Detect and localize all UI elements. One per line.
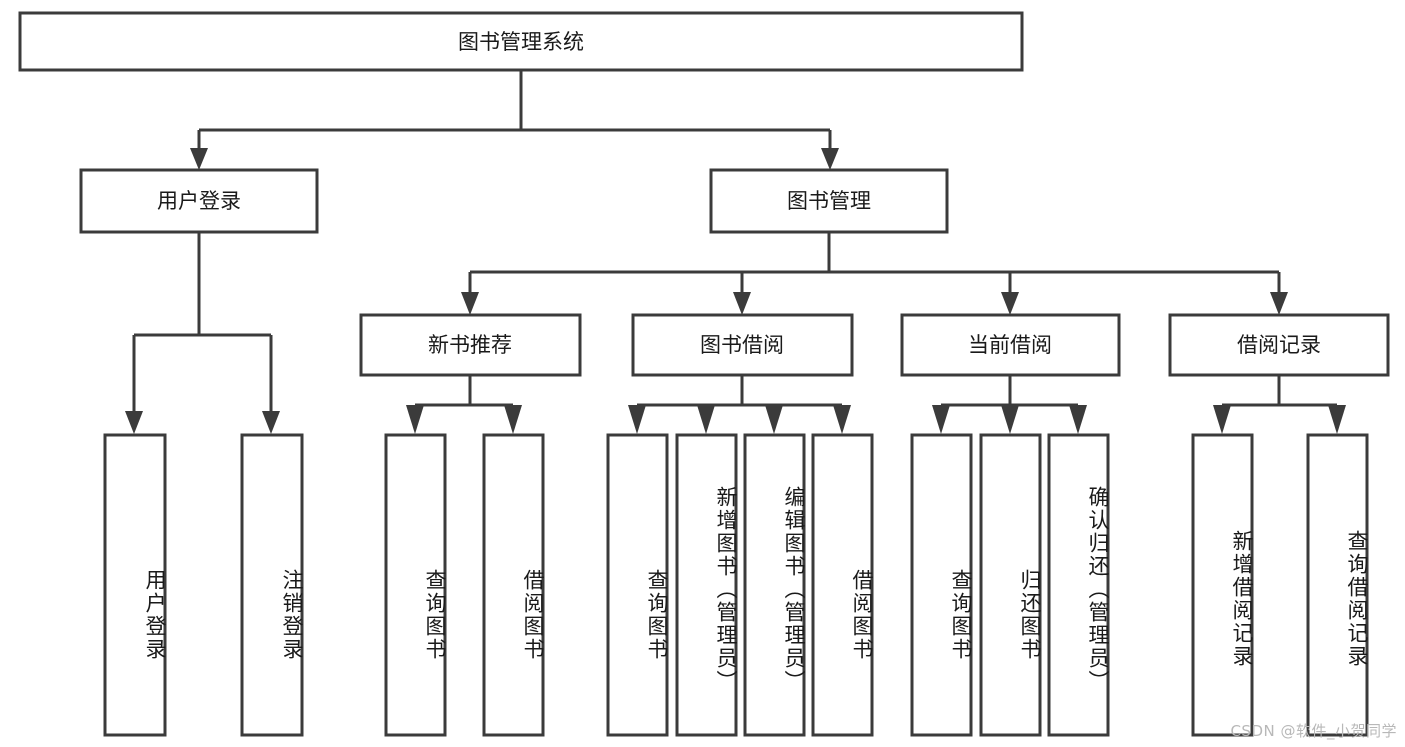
arrowhead-level2-1	[190, 148, 208, 170]
leaf-box-nbr-1[interactable]	[482, 433, 545, 737]
arrowhead-bb-3	[765, 405, 783, 434]
node-borrow-record-box[interactable]	[1168, 313, 1390, 377]
node-user-login-label: 用户登录	[157, 189, 241, 213]
node-root-label: 图书管理系统	[458, 30, 584, 54]
node-book-manage[interactable]: 图书管理	[709, 168, 949, 234]
node-book-borrow[interactable]: 图书借阅	[631, 313, 854, 377]
leaf-box-nbr-0[interactable]	[384, 433, 447, 737]
leaf-box-bb-1[interactable]	[675, 433, 738, 737]
node-borrow-record-label: 借阅记录	[1237, 333, 1321, 357]
arrowhead-cb-2	[1001, 405, 1019, 434]
arrowhead-level3-4	[1270, 292, 1288, 315]
arrowhead-br-1	[1213, 405, 1231, 434]
leaf-box-bb-0[interactable]	[606, 433, 669, 737]
arrowhead-bb-4	[833, 405, 851, 434]
node-book-borrow-label: 图书借阅	[700, 333, 784, 357]
leaf-box-br-1[interactable]	[1306, 433, 1369, 737]
node-borrow-record[interactable]: 借阅记录	[1168, 313, 1390, 377]
arrowhead-user-login-1	[125, 411, 143, 434]
leaf-box-bb-2[interactable]	[743, 433, 806, 737]
arrowhead-level3-3	[1001, 292, 1019, 315]
arrowhead-nbr-2	[504, 405, 522, 434]
node-book-manage-box[interactable]	[709, 168, 949, 234]
node-root-box[interactable]	[18, 11, 1024, 72]
node-current-borrow[interactable]: 当前借阅	[900, 313, 1121, 377]
node-book-manage-label: 图书管理	[787, 189, 871, 213]
arrowhead-level2-2	[821, 148, 839, 170]
leaf-box-user-login-0[interactable]	[103, 433, 167, 737]
leaf-box-cb-0[interactable]	[910, 433, 973, 737]
leaf-box-cb-1[interactable]	[979, 433, 1042, 737]
leaf-box-user-login-1[interactable]	[240, 433, 304, 737]
node-new-book-recommend-box[interactable]	[359, 313, 582, 377]
node-new-book-recommend[interactable]: 新书推荐	[359, 313, 582, 377]
arrowhead-nbr-1	[406, 405, 424, 434]
arrowhead-br-2	[1328, 405, 1346, 434]
arrowhead-user-login-2	[262, 411, 280, 434]
node-new-book-recommend-label: 新书推荐	[428, 333, 512, 357]
watermark: CSDN @软件_小贺同学	[1230, 722, 1397, 740]
leaf-box-bb-3[interactable]	[811, 433, 874, 737]
arrowhead-cb-3	[1069, 405, 1087, 434]
arrowhead-level3-2	[733, 292, 751, 315]
leaf-box-br-0[interactable]	[1191, 433, 1254, 737]
arrowhead-bb-2	[697, 405, 715, 434]
arrowhead-bb-1	[628, 405, 646, 434]
node-current-borrow-box[interactable]	[900, 313, 1121, 377]
arrowhead-level3-1	[461, 292, 479, 315]
node-user-login[interactable]: 用户登录	[79, 168, 319, 234]
arrowhead-cb-1	[932, 405, 950, 434]
node-root[interactable]: 图书管理系统	[18, 11, 1024, 72]
node-book-borrow-box[interactable]	[631, 313, 854, 377]
node-current-borrow-label: 当前借阅	[968, 333, 1052, 357]
leaf-box-cb-2[interactable]	[1047, 433, 1110, 737]
